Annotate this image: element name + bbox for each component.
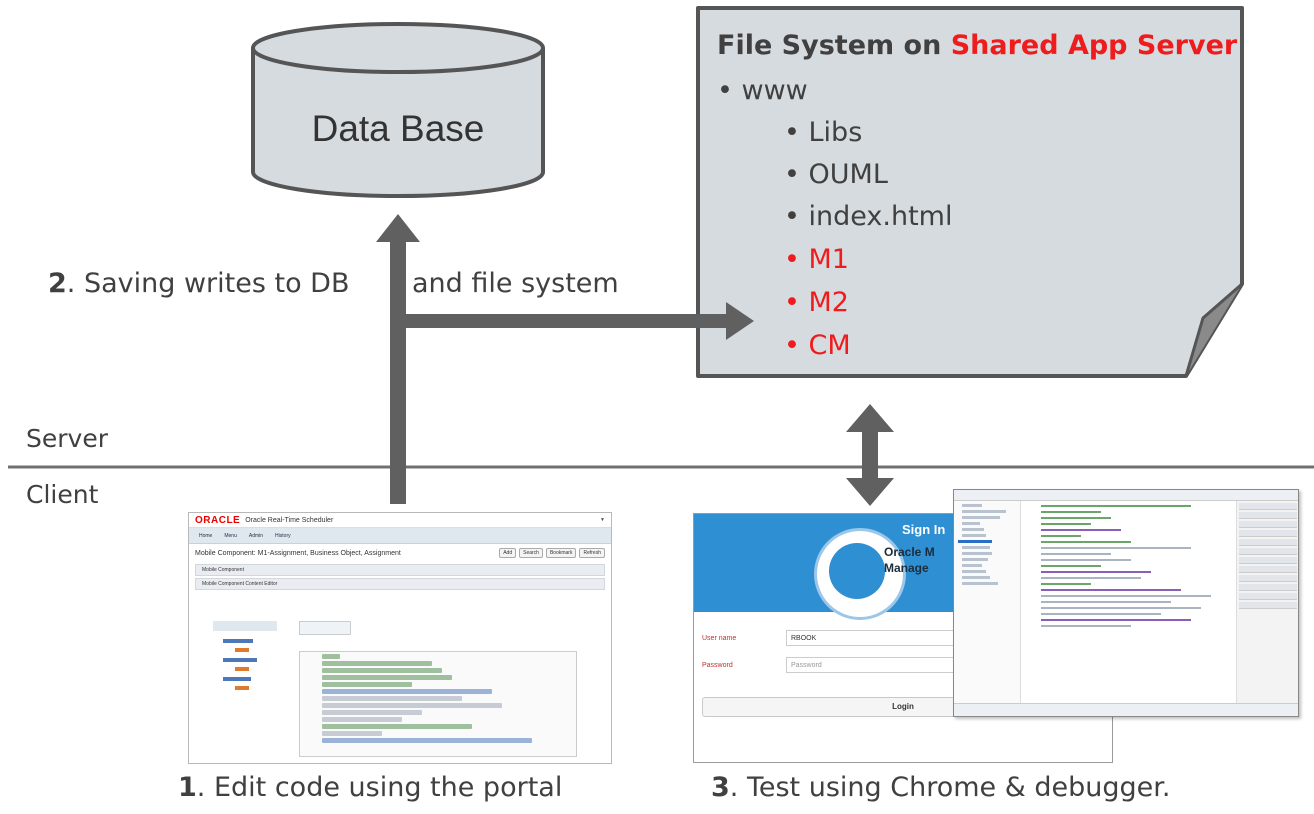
file-system-note (696, 6, 1244, 378)
password-label: Password (702, 662, 733, 669)
portal-app-name: Oracle Real-Time Scheduler (245, 516, 334, 524)
save-to-fs-arrow (398, 302, 754, 340)
portal-nav-home: Home (199, 532, 213, 539)
portal-search-button: Search (519, 548, 543, 558)
step-1-number: 1 (178, 772, 197, 803)
devtools-file-tree (954, 501, 1021, 703)
fs-item-libs: • Libs (784, 117, 863, 148)
test-fs-double-arrow (846, 404, 894, 506)
step-1-text: . Edit code using the portal (196, 772, 563, 803)
portal-screenshot: ORACLE Oracle Real-Time Scheduler ▼ Home… (188, 512, 612, 764)
fs-item-m1: • M1 (784, 244, 849, 275)
step-2-label: 2. Saving writes to DB (48, 268, 350, 299)
devtools-tabs (954, 490, 1298, 501)
login-subtitle-line-2: Manage (884, 561, 929, 575)
devtools-source-panel (1021, 501, 1235, 703)
portal-user-menu: ▼ (600, 517, 605, 523)
fs-item-label: OUML (808, 159, 888, 190)
fs-item-label: index.html (808, 201, 953, 232)
login-subtitle-line-1: Oracle M (884, 545, 935, 559)
file-system-title-prefix: File System on (717, 30, 951, 61)
portal-tree (213, 621, 277, 751)
login-subtitle: Oracle M Manage (884, 544, 935, 576)
step-2-label-continued: and file system (412, 268, 619, 299)
portal-top-bar: ORACLE Oracle Real-Time Scheduler ▼ (189, 513, 611, 528)
database-label: Data Base (311, 108, 485, 149)
fs-item-label: M1 (808, 244, 849, 275)
client-zone-label: Client (26, 480, 99, 509)
portal-nav-admin: Admin (248, 532, 264, 539)
database-cylinder (251, 22, 545, 198)
portal-nav-history: History (275, 532, 291, 539)
fs-item-cm: • CM (784, 330, 851, 361)
oracle-logo: ORACLE (195, 514, 241, 526)
username-label: User name (702, 635, 737, 642)
fs-item-label: CM (808, 330, 851, 361)
file-system-title: File System on Shared App Server (717, 30, 1237, 61)
step-3-caption: 3. Test using Chrome & debugger. (711, 772, 1170, 803)
portal-heading-row: Mobile Component: M1-Assignment, Busines… (189, 544, 611, 562)
portal-code-editor (299, 651, 577, 757)
portal-refresh-button: Refresh (579, 548, 605, 558)
step-1-caption: 1. Edit code using the portal (178, 772, 562, 803)
step-3-text: . Test using Chrome & debugger. (729, 772, 1171, 803)
fs-item-www: • www (717, 75, 808, 106)
portal-nav-menu: Menu (224, 532, 237, 539)
portal-add-button: Add (499, 548, 517, 558)
step-2-text-a: . Saving writes to DB (66, 268, 350, 299)
fs-item-m2: • M2 (784, 287, 849, 318)
scheduler-logo-icon (829, 543, 885, 599)
portal-section-mobile-component: Mobile Component (195, 564, 605, 576)
portal-heading: Mobile Component: M1-Assignment, Busines… (195, 549, 401, 557)
portal-nav: Home Menu Admin History (189, 528, 611, 544)
fs-item-label: Libs (808, 117, 863, 148)
file-system-title-highlight: Shared App Server (950, 30, 1238, 61)
server-zone-label: Server (26, 424, 108, 453)
devtools-status-bar (954, 703, 1298, 716)
portal-bookmark-button: Bookmark (545, 548, 577, 558)
step-3-number: 3 (711, 772, 730, 803)
fs-item-index-html: • index.html (784, 201, 953, 232)
devtools-debugger-panel (1236, 501, 1298, 703)
login-title: Sign In (902, 522, 946, 537)
devtools-screenshot (953, 489, 1299, 717)
fs-item-ouml: • OUML (784, 159, 888, 190)
portal-section-content-editor: Mobile Component Content Editor (195, 578, 605, 590)
step-2-number: 2 (48, 268, 67, 299)
fs-item-label: M2 (808, 287, 849, 318)
save-to-db-arrow (376, 214, 420, 504)
portal-editor (213, 621, 585, 759)
fs-item-www-label: www (741, 75, 808, 106)
